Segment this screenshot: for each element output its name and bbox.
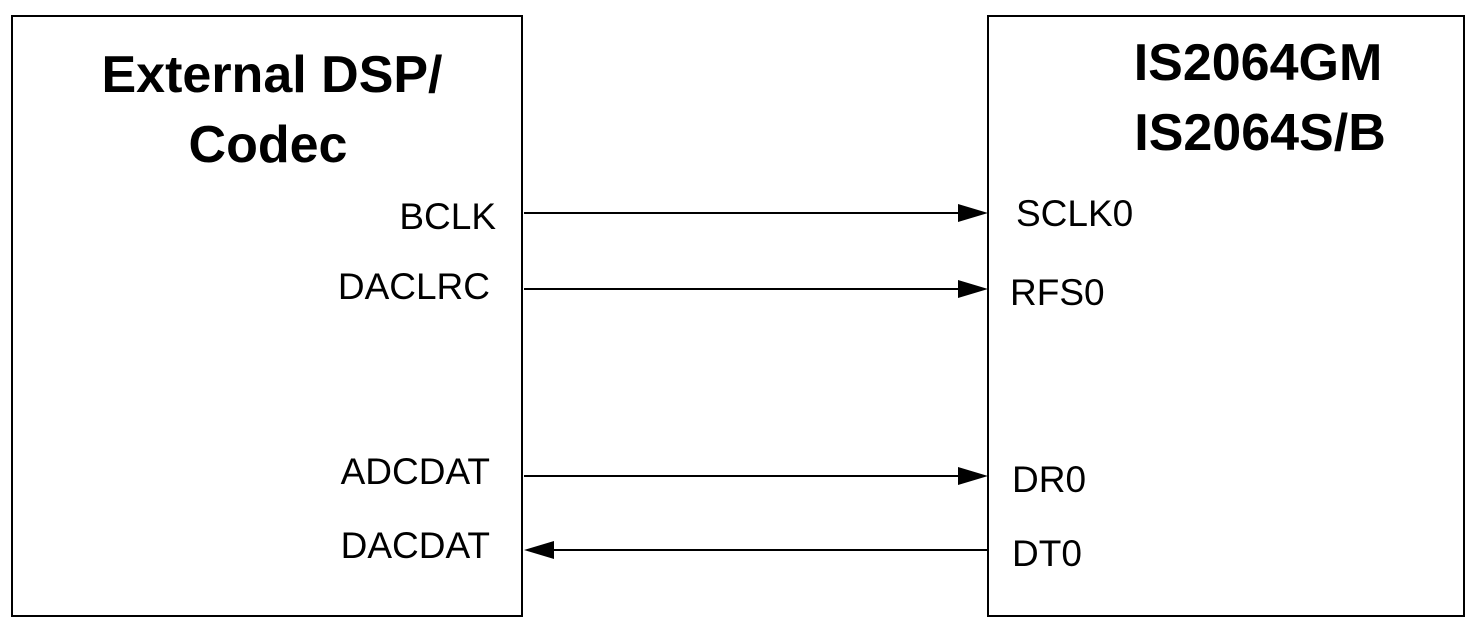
- pin-label-dt0: DT0: [1012, 533, 1082, 574]
- connection-bclk-to-sclk0: [524, 204, 988, 222]
- pin-label-bclk: BCLK: [399, 196, 496, 237]
- pin-label-adcdat: ADCDAT: [341, 451, 490, 492]
- connection-dt0-to-dacdat: [524, 541, 988, 559]
- pin-label-dr0: DR0: [1012, 459, 1086, 500]
- is2064-title-line-2: IS2064S/B: [1134, 104, 1386, 162]
- pin-label-daclrc: DACLRC: [338, 266, 490, 307]
- connection-daclrc-to-rfs0: [524, 280, 988, 298]
- pin-label-sclk0: SCLK0: [1016, 193, 1133, 234]
- signal-connections: [524, 204, 988, 559]
- connection-adcdat-to-dr0: [524, 467, 988, 485]
- is2064-title-line-1: IS2064GM: [1134, 34, 1383, 92]
- arrow-right-icon: [958, 280, 988, 298]
- pin-label-dacdat: DACDAT: [341, 525, 490, 566]
- arrow-right-icon: [958, 204, 988, 222]
- external-dsp-codec-title-line-2: Codec: [189, 116, 348, 174]
- pin-label-rfs0: RFS0: [1010, 272, 1105, 313]
- arrow-right-icon: [958, 467, 988, 485]
- arrow-left-icon: [524, 541, 554, 559]
- external-dsp-codec-block: External DSP/ Codec BCLK DACLRC ADCDAT D…: [11, 15, 523, 617]
- is2064-block: IS2064GM IS2064S/B SCLK0 RFS0 DR0 DT0: [987, 15, 1465, 617]
- is2064-box: [987, 15, 1465, 617]
- external-dsp-codec-title-line-1: External DSP/: [101, 46, 442, 104]
- external-dsp-codec-box: [11, 15, 523, 617]
